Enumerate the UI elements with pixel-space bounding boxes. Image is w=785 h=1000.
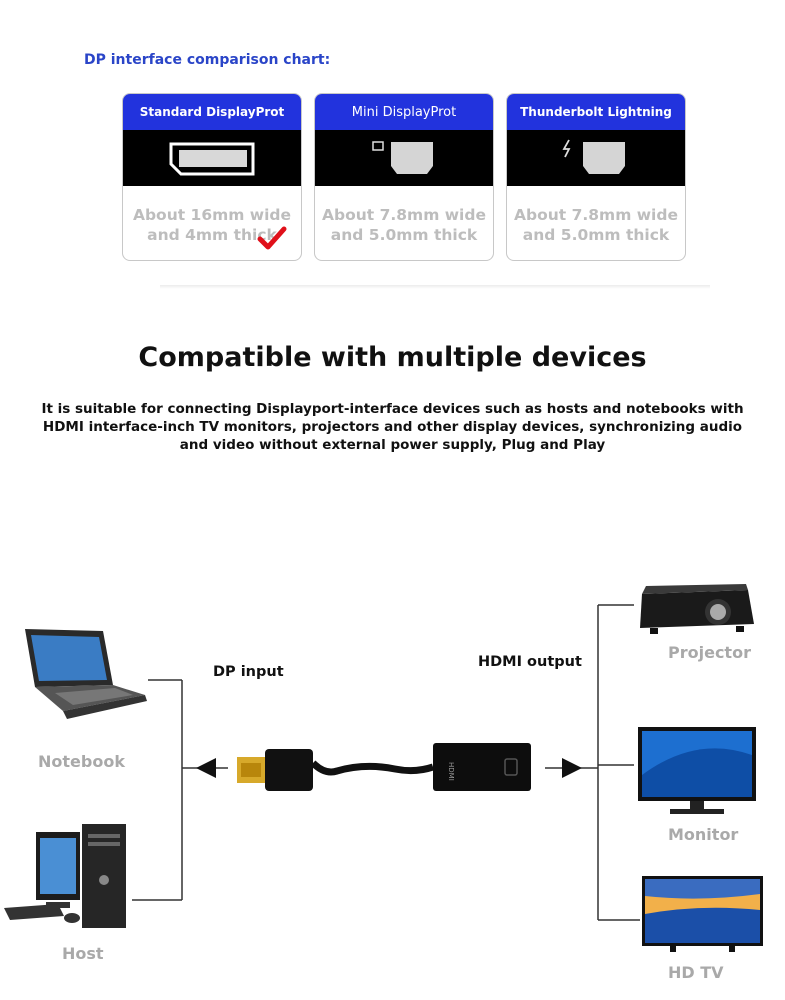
displayport-port-icon	[123, 130, 301, 186]
monitor-label: Monitor	[668, 825, 739, 844]
card-mini-displayport: Mini DisplayProt About 7.8mm wide and 5.…	[314, 93, 494, 261]
hd-tv-icon	[642, 876, 763, 952]
card-description: About 16mm wide and 4mm thick	[132, 206, 292, 244]
adapter-label: HDMI	[447, 762, 455, 781]
arrow-right-icon	[562, 758, 582, 778]
card-title: Thunderbolt Lightning	[507, 94, 685, 130]
desktop-host-icon	[4, 824, 126, 928]
dp-input-label: DP input	[213, 664, 284, 680]
arrow-left-icon	[196, 758, 216, 778]
mini-displayport-icon	[315, 130, 493, 186]
hd-tv-label: HD TV	[668, 963, 724, 982]
monitor-icon	[638, 727, 756, 814]
card-title: Mini DisplayProt	[315, 94, 493, 130]
card-description: About 7.8mm wide and 5.0mm thick	[322, 206, 486, 244]
notebook-label: Notebook	[38, 752, 125, 771]
comparison-title: DP interface comparison chart:	[84, 52, 331, 68]
compat-heading: Compatible with multiple devices	[138, 342, 647, 373]
projector-icon	[640, 584, 754, 634]
card-standard-displayport: Standard DisplayProt About 16mm wide and…	[122, 93, 302, 261]
card-title: Standard DisplayProt	[123, 94, 301, 130]
dp-to-hdmi-adapter	[237, 743, 531, 791]
card-description: About 7.8mm wide and 5.0mm thick	[514, 206, 678, 244]
hdmi-output-label: HDMI output	[478, 654, 582, 670]
connection-lines	[132, 604, 640, 921]
notebook-icon	[25, 629, 147, 719]
checkmark-icon	[257, 226, 287, 250]
card-thunderbolt: Thunderbolt Lightning About 7.8mm wide a…	[506, 93, 686, 261]
projector-label: Projector	[668, 643, 751, 662]
host-label: Host	[62, 944, 104, 963]
thunderbolt-port-icon	[507, 130, 685, 186]
chart-shadow	[160, 285, 710, 289]
compat-description: It is suitable for connecting Displaypor…	[41, 401, 744, 453]
